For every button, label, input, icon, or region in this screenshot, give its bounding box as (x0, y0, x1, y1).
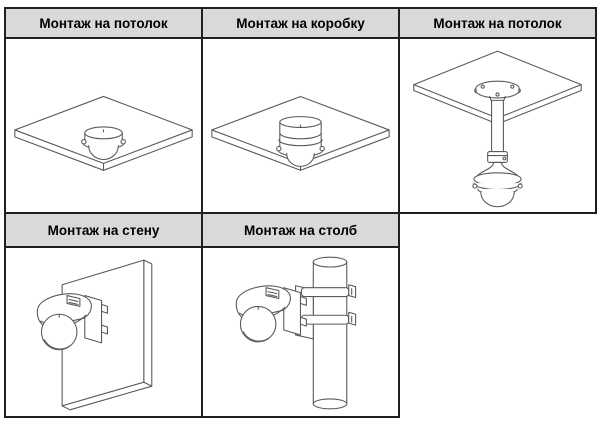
empty-cell (399, 213, 596, 247)
header-ceiling-mount-2: Монтаж на потолок (398, 7, 597, 39)
mounting-options-table: Монтаж на потолок Монтаж на коробку Монт… (3, 7, 597, 418)
cell-ceiling-mount (3, 37, 204, 214)
cell-pole-mount (201, 246, 400, 418)
header-wall-mount: Монтаж на стену (3, 212, 204, 248)
cell-wall-mount (3, 246, 204, 418)
header-box-mount: Монтаж на коробку (201, 7, 400, 39)
wall-mount-diagram (36, 259, 153, 411)
pendant-mount-diagram (413, 50, 582, 208)
ceiling-mount-diagram (14, 95, 193, 171)
cell-box-mount (201, 37, 400, 214)
header-pole-mount: Монтаж на столб (201, 212, 400, 248)
header-ceiling-mount-1: Монтаж на потолок (3, 7, 204, 39)
empty-cell (399, 247, 596, 417)
box-mount-diagram (211, 95, 390, 171)
pole-mount-diagram (235, 256, 357, 410)
cell-pendant-mount (398, 37, 597, 214)
